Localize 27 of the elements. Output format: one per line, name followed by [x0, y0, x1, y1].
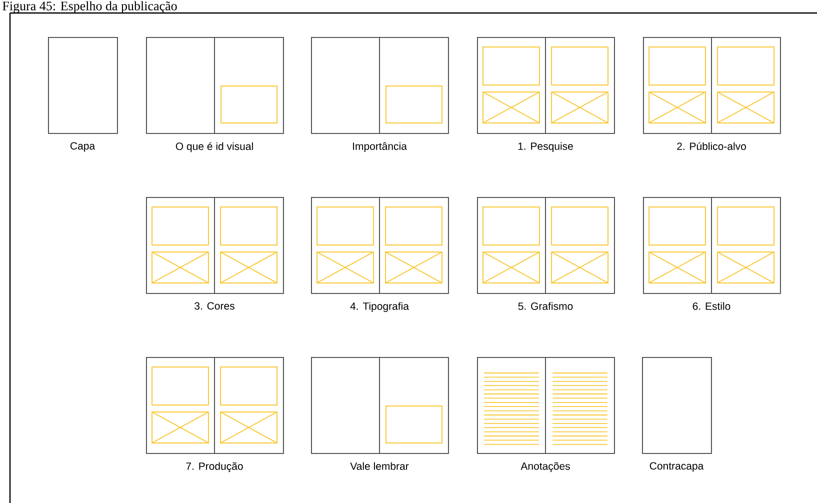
- figure-title: Figura 45: Espelho da publicação: [2, 1, 177, 14]
- node-label: Anotações: [520, 462, 570, 472]
- node-label: 4. Tipografia: [350, 302, 409, 312]
- node-label: O que é id visual: [176, 142, 253, 152]
- page-spread-drawing: Vale lembrar: [311, 356, 449, 470]
- page-spread-drawing: Anotações: [477, 356, 615, 472]
- node-label: Importância: [353, 142, 407, 152]
- page-spread-drawing: 2. Público-alvo: [643, 36, 781, 150]
- page-spread-drawing: 5. Grafismo: [477, 196, 615, 310]
- node-label: Contracapa: [650, 462, 704, 472]
- node-label: 6. Estilo: [692, 302, 730, 310]
- node-label: 1. Pesquise: [518, 142, 573, 152]
- page-spread-drawing: 6. Estilo: [643, 196, 781, 310]
- node-label: 3. Cores: [194, 302, 234, 310]
- node-label: 7. Produção: [186, 462, 243, 472]
- page-spread-drawing: Contracapa: [642, 357, 712, 472]
- page-spread-drawing: 3. Cores: [146, 196, 284, 310]
- page-spread-drawing: 4. Tipografia: [311, 196, 449, 312]
- page-spread-drawing: 7. Produção: [146, 356, 284, 472]
- node-label: Capa: [70, 142, 96, 152]
- page-spread-drawing: Importância: [311, 36, 449, 152]
- node-label: Vale lembrar: [350, 462, 409, 470]
- page-spread-drawing: Capa: [48, 37, 118, 152]
- page-spread-drawing: 1. Pesquise: [477, 36, 615, 152]
- node-label: 2. Público-alvo: [677, 142, 746, 150]
- node-label: 5. Grafismo: [518, 302, 573, 310]
- page-spread-drawing: O que é id visual: [146, 36, 284, 152]
